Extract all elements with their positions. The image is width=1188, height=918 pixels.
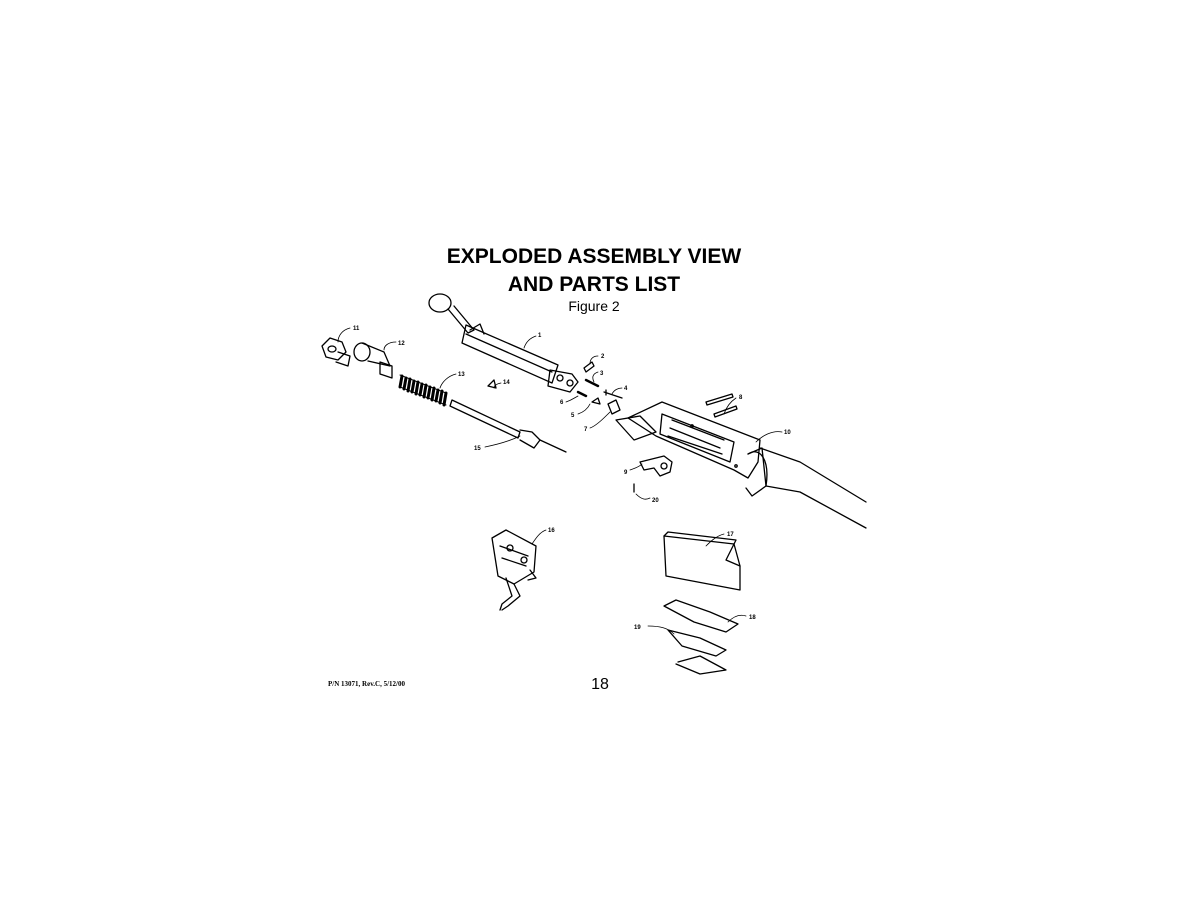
part-receiver-barrel-10 [615,401,867,529]
callout-15: 15 [474,446,481,452]
callout-17: 17 [727,532,734,538]
callout-16: 16 [548,528,555,534]
callout-12: 12 [398,341,405,347]
callout-2: 2 [601,354,605,360]
callout-11: 11 [353,326,360,332]
callout-4: 4 [624,386,628,392]
part-spring-13 [398,374,448,407]
callout-6: 6 [560,400,564,406]
callout-5: 5 [571,413,575,419]
part-ejector-7 [607,399,621,415]
callout-labels: 11 12 13 14 15 1 2 3 4 5 6 7 8 9 10 20 1… [353,326,791,631]
part-trigger-assembly-16 [491,529,537,611]
part-bolt-1 [428,293,579,393]
part-magazine-box-17 [663,531,741,591]
part-firing-pin-15 [449,399,567,453]
part-spring-6 [576,390,588,398]
part-pin-14 [487,379,497,389]
part-plunger-5 [591,397,601,405]
callout-13: 13 [458,372,465,378]
part-extractor-2 [583,361,595,373]
callout-3: 3 [600,371,604,377]
callout-19: 19 [634,625,641,631]
title-line-2: AND PARTS LIST [507,273,681,296]
callout-7: 7 [584,427,588,433]
document-reference: P/N 13071, Rev.C, 5/12/00 [328,680,405,688]
part-pins-8 [705,393,738,418]
part-shroud-11 [321,337,351,367]
callout-10: 10 [784,430,791,436]
callout-18: 18 [749,615,756,621]
part-magazine-spring-19 [667,629,727,675]
figure-label: Figure 2 [568,298,620,314]
part-follower-18 [663,599,739,633]
part-pin-4 [603,389,623,399]
callout-14: 14 [503,380,510,386]
part-cocking-piece-12 [353,342,393,379]
callout-9: 9 [624,470,628,476]
callout-8: 8 [739,395,743,401]
leader-lines [337,327,783,635]
title-line-1: EXPLODED ASSEMBLY VIEW [446,245,742,268]
callout-20: 20 [652,498,659,504]
part-spring-3 [584,378,600,388]
page-number: 18 [591,676,609,693]
part-bolt-release-9 [639,455,673,477]
callout-1: 1 [538,333,542,339]
